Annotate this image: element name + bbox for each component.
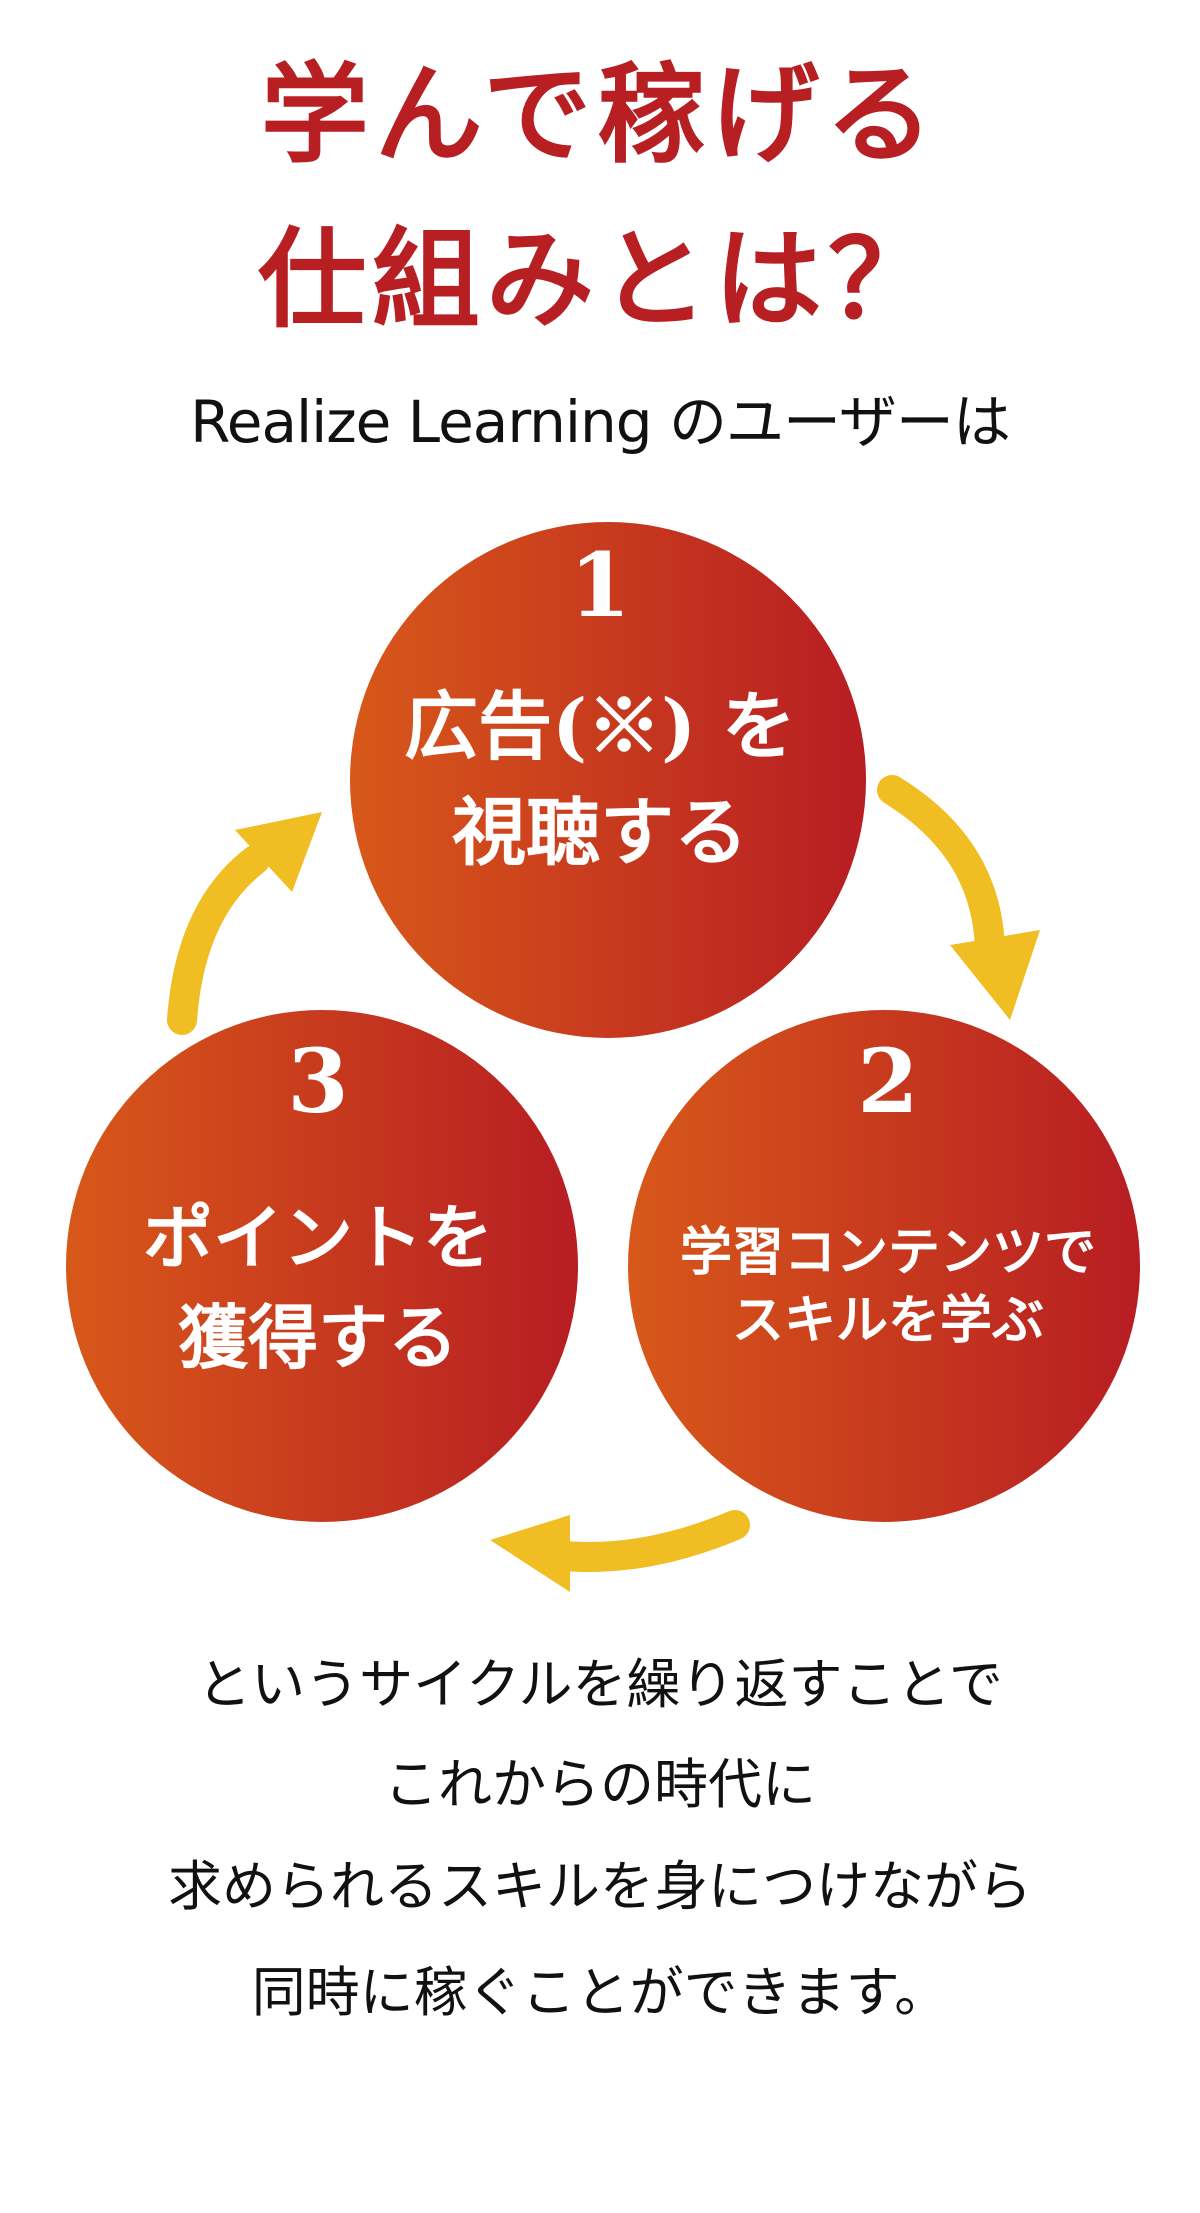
step-3-number: 3 [287, 1029, 348, 1133]
arrow-2-to-3 [490, 1510, 750, 1592]
body-line-4: 同時に稼ぐことができます。 [251, 1961, 949, 2024]
step-2-number: 2 [857, 1029, 918, 1133]
body-line-1: というサイクルを繰り返すことで [197, 1653, 1003, 1716]
body-line-2: これからの時代に [384, 1753, 816, 1816]
step-3-line-1: ポイントを [143, 1196, 493, 1279]
arrow-3-to-1 [167, 812, 322, 1035]
subtitle: Realize Learning のユーザーは [190, 388, 1011, 456]
step-2-line-1: 学習コンテンツで [680, 1222, 1096, 1283]
step-3-line-2: 獲得する [178, 1296, 458, 1379]
step-2-node: 2 学習コンテンツで スキルを学ぶ [628, 1010, 1140, 1522]
arrow-1-to-2 [877, 775, 1040, 1020]
title-line-1: 学んで稼げる [260, 52, 940, 178]
step-1-number: 1 [569, 533, 630, 637]
step-2-line-2: スキルを学ぶ [732, 1290, 1044, 1351]
step-1-circle [350, 522, 866, 1038]
step-1-line-1: 広告(※) を [404, 684, 796, 770]
step-2-circle [628, 1010, 1140, 1522]
step-1-line-2: 視聴する [452, 790, 748, 876]
title-line-2: 仕組みとは？ [257, 217, 942, 343]
body-line-3: 求められるスキルを身につけながら [168, 1855, 1032, 1918]
step-1-node: 1 広告(※) を 視聴する [350, 522, 866, 1038]
step-3-circle [66, 1010, 578, 1522]
step-3-node: 3 ポイントを 獲得する [66, 1010, 578, 1522]
